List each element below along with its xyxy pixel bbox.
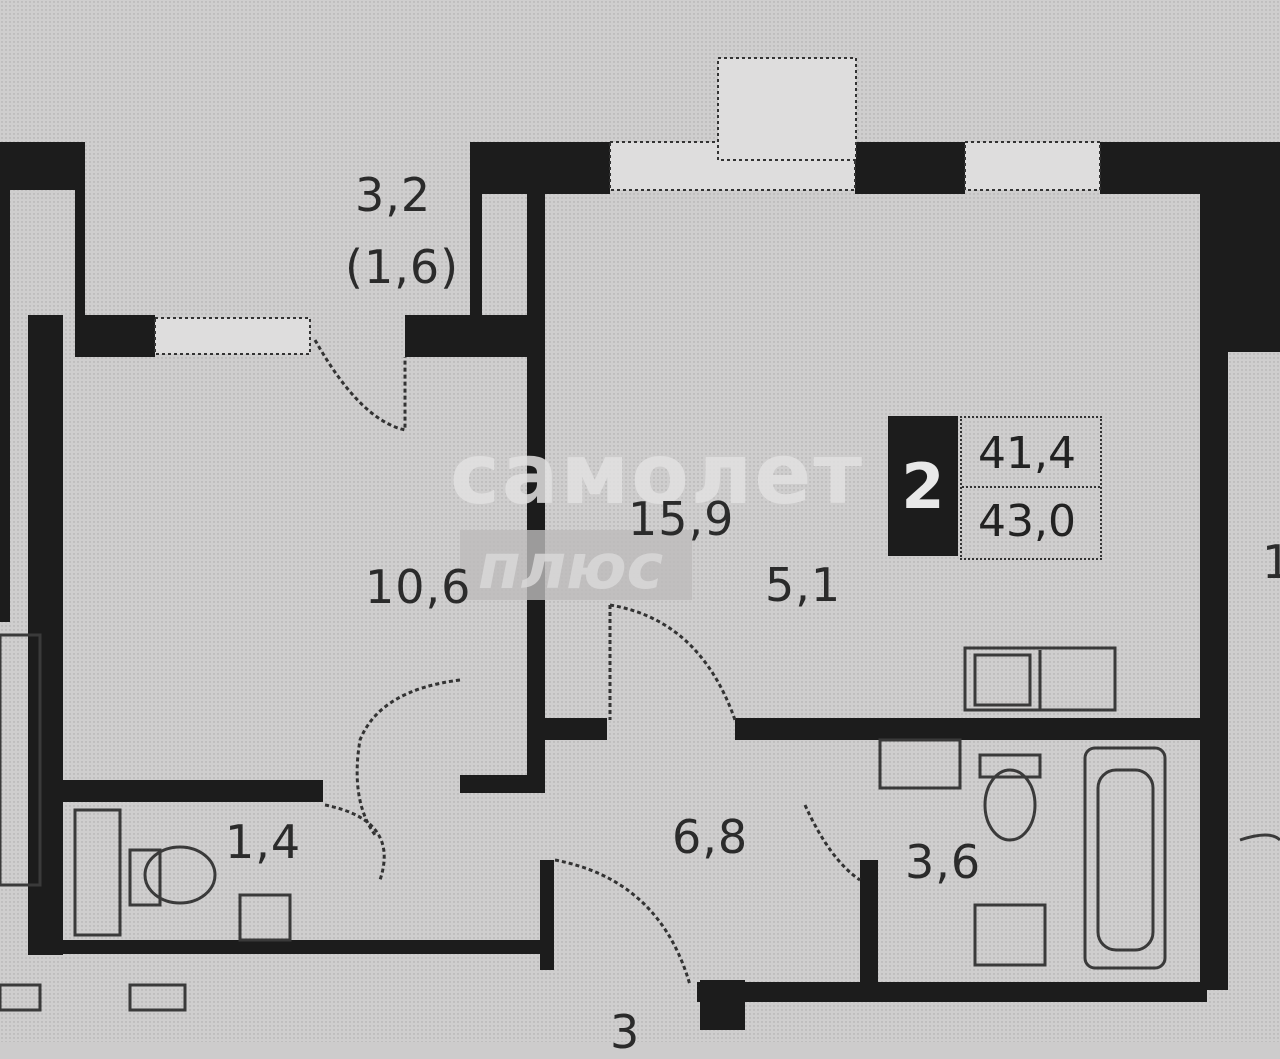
watermark-sub: плюс [478, 530, 664, 603]
bedroom-area-label: 10,6 [365, 560, 472, 614]
bathroom-area-label: 3,6 [905, 835, 982, 889]
wc-area-label: 1,4 [225, 815, 302, 869]
fixtures [0, 633, 1280, 1012]
door-swings [313, 339, 861, 986]
watermark-sub-background [460, 530, 692, 600]
edge-label-right: 1 [1262, 535, 1280, 589]
balcony-reduced-area-label: (1,6) [345, 240, 460, 294]
area-divider [962, 486, 1100, 488]
living-area-label: 15,9 [628, 492, 735, 546]
edge-label-bottom: 3 [610, 1005, 641, 1059]
area-summary-box: 41,4 43,0 [960, 416, 1102, 560]
windows [154, 57, 1101, 355]
watermark-brand: самолет [450, 425, 865, 523]
room-count-badge: 2 [888, 416, 958, 556]
balcony-area-label: 3,2 [355, 168, 432, 222]
kitchen-area-label: 5,1 [765, 558, 842, 612]
hall-area-label: 6,8 [672, 810, 749, 864]
walls [0, 142, 1280, 1030]
total-area: 43,0 [978, 496, 1076, 547]
living-area-total: 41,4 [978, 428, 1076, 479]
